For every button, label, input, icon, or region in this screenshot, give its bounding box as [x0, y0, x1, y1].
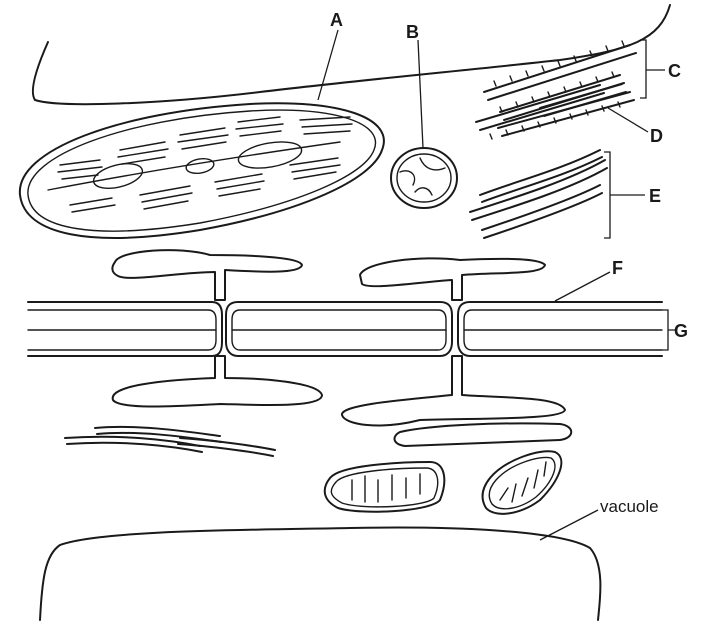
er-cisterna-bottom-right-lower — [395, 423, 572, 446]
label-F: F — [612, 258, 623, 278]
mitochondrion-lower-left — [325, 462, 445, 512]
membrane-stack-E — [470, 150, 607, 238]
mitochondrion-lower-right — [483, 451, 562, 514]
er-cisterna-top-left — [112, 250, 302, 300]
er-cisterna-bottom-left — [113, 356, 322, 407]
label-A: A — [330, 10, 343, 30]
label-C: C — [668, 61, 681, 81]
leader-F — [555, 272, 610, 301]
label-G: G — [674, 321, 688, 341]
er-cisterna-top-right — [360, 258, 545, 300]
mitochondrion-B — [391, 148, 457, 208]
er-cisterna-bottom-right — [342, 356, 565, 425]
leader-D — [608, 108, 648, 132]
label-E: E — [649, 186, 661, 206]
rough-er-C — [476, 41, 636, 139]
label-B: B — [406, 22, 419, 42]
chloroplast-A — [20, 103, 384, 238]
leader-A — [318, 30, 338, 100]
leader-vacuole — [540, 510, 598, 540]
label-vacuole: vacuole — [600, 497, 659, 516]
vacuole-membrane — [40, 528, 600, 620]
label-D: D — [650, 126, 663, 146]
smooth-er-lower-left — [65, 427, 275, 456]
bracket-C — [640, 40, 665, 98]
leader-B — [418, 40, 423, 148]
bracket-E — [604, 152, 645, 238]
cell-wall-F — [28, 302, 662, 356]
